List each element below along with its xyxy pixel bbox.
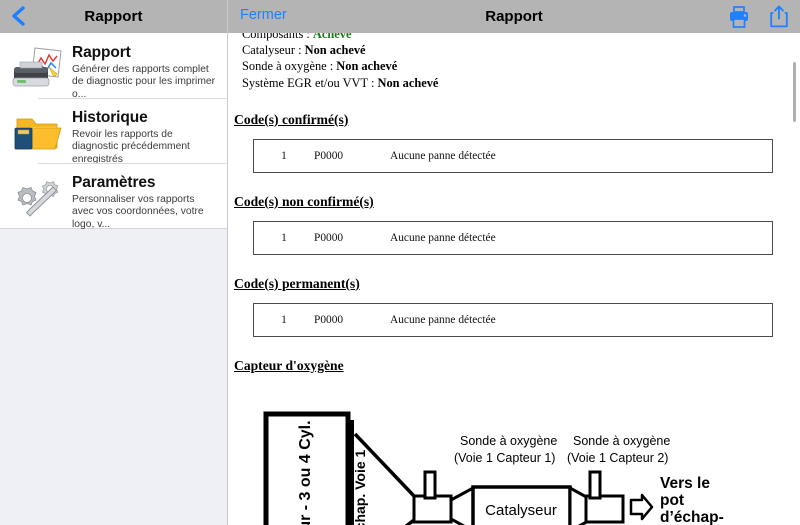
sensor2-label-line1: Sonde à oxygène: [573, 434, 670, 448]
code-description: Aucune panne détectée: [390, 313, 496, 326]
readiness-status-block: Composants : Achevé Catalyseur : Non ach…: [228, 33, 800, 91]
sidebar-item-text: Rapport Générer des rapports complet de …: [72, 42, 217, 101]
navbar-actions: [728, 4, 789, 34]
sensor2-label-line2: (Voie 1 Capteur 2): [567, 451, 668, 465]
outlet-line-1: Vers le: [660, 475, 710, 492]
table-row: 1 P0000 Aucune panne détectée: [253, 302, 773, 337]
outlet-line-3: d’échap-: [660, 509, 724, 525]
sidebar-item-text: Historique Revoir les rapports de diagno…: [72, 107, 217, 166]
code-description: Aucune panne détectée: [390, 231, 496, 244]
chevron-left-icon[interactable]: [8, 5, 30, 27]
status-value: Achevé: [312, 33, 352, 41]
status-value: Non achevé: [304, 43, 366, 58]
code-index: 1: [281, 149, 287, 162]
code-value: P0000: [314, 231, 344, 244]
status-line: Sonde à oxygène : Non achevé: [242, 58, 800, 74]
report-panel: Fermer Rapport: [228, 0, 800, 525]
catalyst-label: Catalyseur: [485, 502, 557, 519]
sidebar-navbar: Rapport: [0, 0, 227, 33]
code-value: P0000: [314, 149, 344, 162]
status-label: Catalyseur :: [242, 43, 302, 58]
sensor1-label-line2: (Voie 1 Capteur 1): [454, 451, 555, 465]
status-label: Composants :: [242, 33, 310, 41]
sidebar-item-title: Rapport: [72, 44, 131, 61]
status-line: Catalyseur : Non achevé: [242, 42, 800, 58]
share-upload-icon[interactable]: [769, 4, 789, 34]
status-line: Composants : Achevé: [242, 33, 800, 42]
sidebar-menu-list: Rapport Générer des rapports complet de …: [0, 33, 227, 231]
sidebar-item-title: Paramètres: [72, 174, 156, 191]
report-navbar: Fermer Rapport: [228, 0, 800, 33]
section-heading-unconfirmed: Code(s) non confirmé(s): [234, 193, 374, 209]
code-index: 1: [281, 313, 287, 326]
report-document: Composants : Achevé Catalyseur : Non ach…: [228, 33, 800, 525]
status-value: Non achevé: [336, 59, 398, 74]
sidebar-item-subtitle: Générer des rapports complet de diagnost…: [72, 64, 216, 100]
table-row: 1 P0000 Aucune panne détectée: [253, 138, 773, 173]
sidebar-title: Rapport: [84, 8, 143, 25]
close-button[interactable]: Fermer: [240, 7, 287, 23]
engine-label: eur - 3 ou 4 Cyl.: [297, 420, 314, 525]
sidebar-item-subtitle: Revoir les rapports de diagnostic précéd…: [72, 129, 190, 165]
status-line: Système EGR et/ou VVT : Non achevé: [242, 75, 800, 91]
folder-archive-icon: [8, 107, 70, 159]
table-row: 1 P0000 Aucune panne détectée: [253, 220, 773, 255]
sidebar-item-text: Paramètres Personnaliser vos rapports av…: [72, 172, 217, 231]
status-label: Sonde à oxygène :: [242, 59, 334, 74]
sidebar-item-historique[interactable]: Historique Revoir les rapports de diagno…: [0, 98, 227, 166]
report-document-viewport[interactable]: Composants : Achevé Catalyseur : Non ach…: [228, 33, 800, 525]
oxygen-sensor-diagram: eur - 3 ou 4 Cyl. chap. Voie 1: [228, 404, 800, 525]
status-value: Non achevé: [377, 75, 439, 90]
printer-report-icon: [8, 42, 70, 94]
sidebar-list-divider: [0, 228, 227, 229]
printer-icon[interactable]: [728, 5, 750, 34]
sensor1-label-line1: Sonde à oxygène: [460, 434, 557, 448]
outlet-line-2: pot: [660, 492, 684, 509]
code-description: Aucune panne détectée: [390, 149, 496, 162]
section-heading-permanent: Code(s) permanent(s): [234, 275, 360, 291]
section-heading-confirmed: Code(s) confirmé(s): [234, 111, 349, 127]
status-label: Système EGR et/ou VVT :: [242, 75, 375, 90]
code-value: P0000: [314, 313, 344, 326]
sidebar-item-rapport[interactable]: Rapport Générer des rapports complet de …: [0, 33, 227, 101]
sidebar-item-title: Historique: [72, 109, 148, 126]
code-index: 1: [281, 231, 287, 244]
vertical-scrollbar[interactable]: [793, 62, 796, 122]
exhaust-label: chap. Voie 1: [352, 449, 368, 525]
sidebar-item-parametres[interactable]: Paramètres Personnaliser vos rapports av…: [0, 163, 227, 231]
report-title: Rapport: [485, 8, 543, 25]
gears-wrench-icon: [8, 172, 70, 224]
section-heading-oxygen-sensor: Capteur d'oxygène: [234, 357, 344, 373]
sidebar-item-subtitle: Personnaliser vos rapports avec vos coor…: [72, 194, 204, 230]
sidebar-panel: Rapport: [0, 0, 228, 525]
